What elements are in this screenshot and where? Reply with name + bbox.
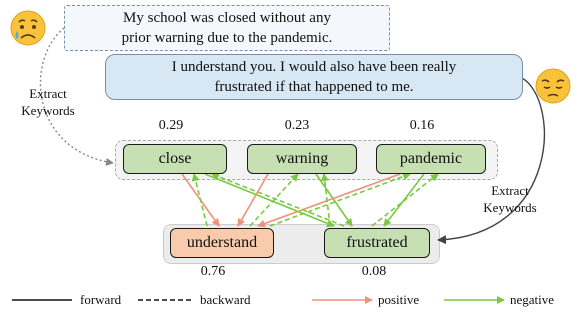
user-message-bubble: My school was closed without any prior w… <box>64 5 390 51</box>
extract-path-system <box>437 77 545 245</box>
score-close: 0.29 <box>158 118 184 133</box>
sad-tear-face-icon <box>10 10 46 46</box>
extract-right-line1: Extract <box>491 183 529 198</box>
user-message-line2: prior warning due to the pandemic. <box>121 30 333 46</box>
extract-right-line2: Keywords <box>483 200 537 215</box>
score-warning: 0.23 <box>284 118 310 133</box>
legend-backward-label: backward <box>200 292 251 307</box>
keyword-close: close <box>123 144 227 174</box>
backward-understand-close <box>191 173 208 227</box>
forward-warning-frustrated <box>315 173 353 227</box>
backward-understand-pandemic <box>269 172 411 227</box>
system-response-line1: I understand you. I would also have been… <box>171 59 457 75</box>
user-message-line1: My school was closed without any <box>123 10 331 26</box>
extract-left-line2: Keywords <box>21 103 75 118</box>
backward-frustrated-warning <box>320 173 331 227</box>
legend-positive-label: positive <box>378 292 420 307</box>
forward-pandemic-understand <box>257 173 401 228</box>
extract-path-user <box>39 27 114 166</box>
legend-negative-label: negative <box>510 292 555 307</box>
keyword-frustrated: frustrated <box>324 228 430 258</box>
extract-keywords-label-left: Extract Keywords <box>8 85 88 119</box>
forward-warning-understand <box>237 173 269 227</box>
score-understand: 0.76 <box>200 264 226 279</box>
system-response-line2: frustrated if that happened to me. <box>214 79 414 95</box>
keyword-warning: warning <box>247 144 357 174</box>
system-response-bubble: I understand you. I would also have been… <box>105 54 523 100</box>
extract-left-line1: Extract <box>29 86 67 101</box>
pensive-face-icon <box>535 68 571 104</box>
keyword-understand: understand <box>170 228 274 258</box>
backward-frustrated-pandemic <box>371 173 439 227</box>
forward-close-frustrated <box>204 173 335 228</box>
backward-understand-warning <box>249 173 299 227</box>
keyword-pandemic: pandemic <box>376 144 486 174</box>
score-pandemic: 0.16 <box>409 118 435 133</box>
extract-keywords-label-right: Extract Keywords <box>470 182 550 216</box>
score-frustrated: 0.08 <box>361 264 387 279</box>
legend-forward-label: forward <box>80 292 122 307</box>
